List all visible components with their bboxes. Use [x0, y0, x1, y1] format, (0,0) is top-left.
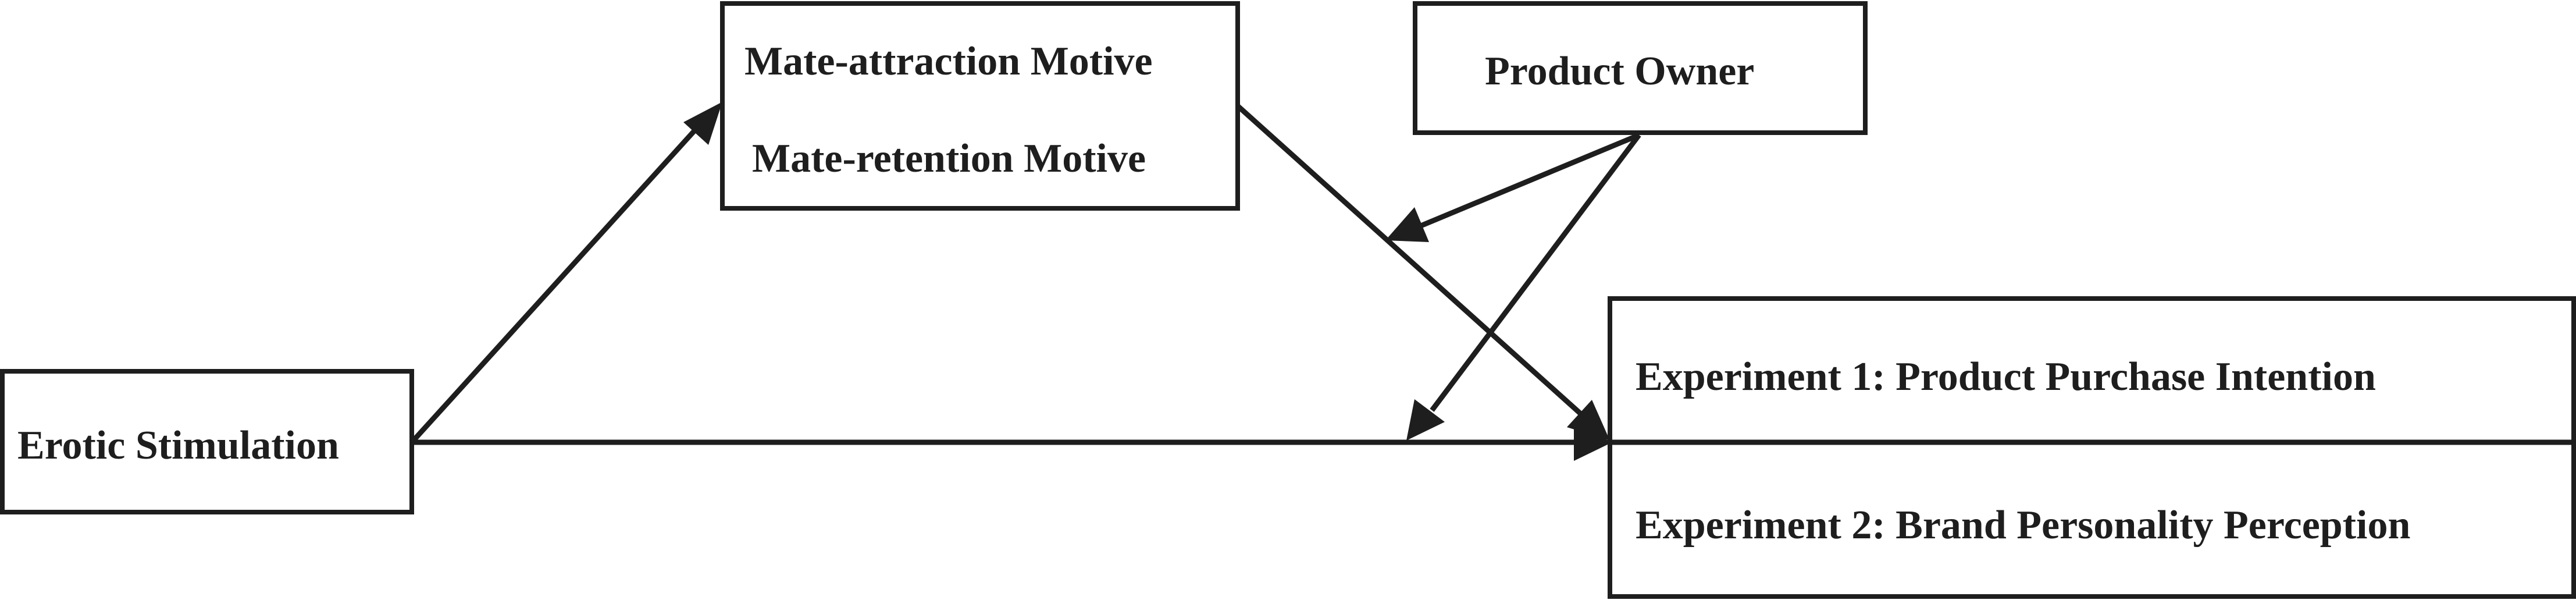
product-owner-box: [1413, 1, 1868, 135]
erotic-stimulation-label: Erotic Stimulation: [17, 423, 339, 468]
arrow-owner-to-mediation: [1385, 132, 1640, 242]
arrow-owner-to-direct: [1406, 133, 1641, 441]
motive-box: [720, 1, 1240, 211]
motive-node: Mate-attraction Motive Mate-retention Mo…: [720, 1, 1240, 211]
product-owner-label: Product Owner: [1485, 49, 1754, 94]
arrow-stimulation-to-outcome: [412, 424, 1612, 461]
mate-attraction-label: Mate-attraction Motive: [744, 39, 1153, 84]
arrowhead: [1406, 399, 1445, 441]
experiment1-label: Experiment 1: Product Purchase Intention: [1636, 354, 2376, 399]
arrow-motive-to-outcome: [1235, 104, 1610, 441]
erotic-stimulation-box: [0, 369, 414, 514]
arrowhead: [1574, 424, 1612, 461]
erotic-stimulation-node: Erotic Stimulation: [0, 369, 414, 514]
arrowhead: [1385, 207, 1429, 242]
arrowhead: [683, 102, 722, 145]
outcome-node: Experiment 1: Product Purchase Intention…: [1608, 296, 2576, 599]
outcome-box: [1608, 296, 2576, 599]
arrow-stimulation-to-motive: [409, 102, 722, 445]
product-owner-node: Product Owner: [1413, 1, 1868, 135]
mate-retention-label: Mate-retention Motive: [752, 136, 1146, 181]
experiment2-label: Experiment 2: Brand Personality Percepti…: [1636, 503, 2410, 548]
